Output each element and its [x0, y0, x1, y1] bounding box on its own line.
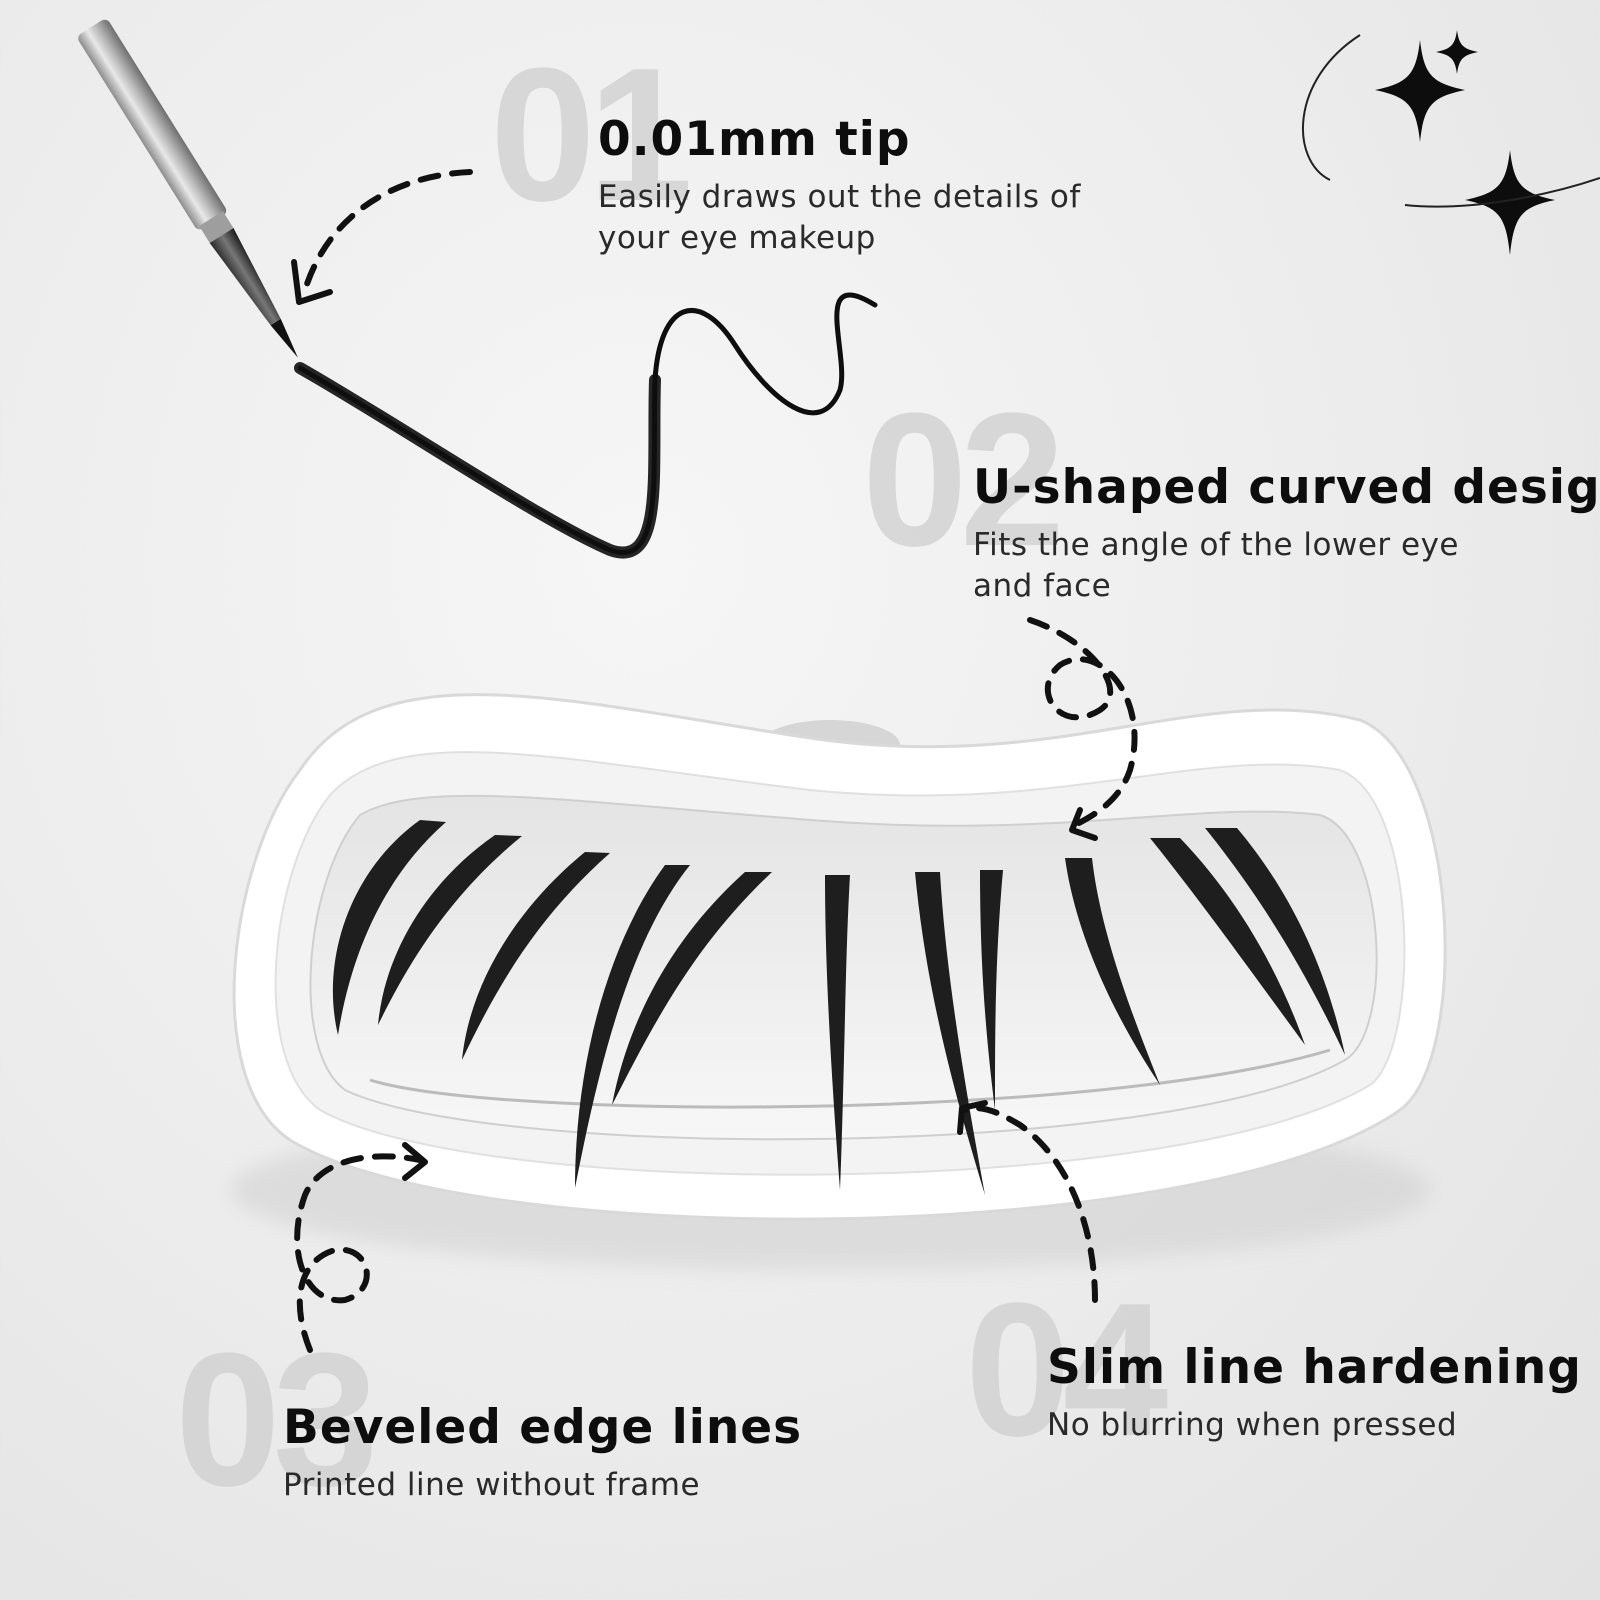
feature-title: 0.01mm tip — [598, 112, 911, 167]
feature-2: U-shaped curved design Fits the angle of… — [973, 460, 1600, 607]
eyeliner-pen-icon — [78, 19, 298, 358]
feature-description: No blurring when pressed — [1047, 1407, 1458, 1443]
feature-description: Easily draws out the details of your eye… — [598, 179, 1081, 256]
feature-number-1: 01 — [490, 29, 693, 241]
feature-description: Fits the angle of the lower eye and face — [973, 527, 1459, 604]
lash-stamp-icon — [232, 693, 1447, 1221]
swoosh-line — [1302, 34, 1361, 181]
feature-number-4: 04 — [965, 1264, 1168, 1476]
swoosh-line — [1404, 177, 1600, 208]
feature-description: Printed line without frame — [283, 1467, 701, 1503]
sparkle-icon — [1375, 30, 1555, 255]
arrowhead — [291, 259, 1098, 1181]
feature-4: Slim line hardening No blurring when pre… — [1047, 1340, 1587, 1446]
feature-title: U-shaped curved design — [973, 460, 1600, 515]
feature-3: Beveled edge lines Printed line without … — [283, 1400, 843, 1506]
feature-1: 0.01mm tip Easily draws out the details … — [598, 112, 1118, 259]
dashed-arrow-icon — [294, 169, 1138, 1353]
feature-title: Beveled edge lines — [283, 1400, 803, 1455]
feature-number-2: 02 — [862, 374, 1065, 586]
feature-title: Slim line hardening — [1047, 1340, 1582, 1395]
feature-number-3: 03 — [175, 1314, 378, 1526]
